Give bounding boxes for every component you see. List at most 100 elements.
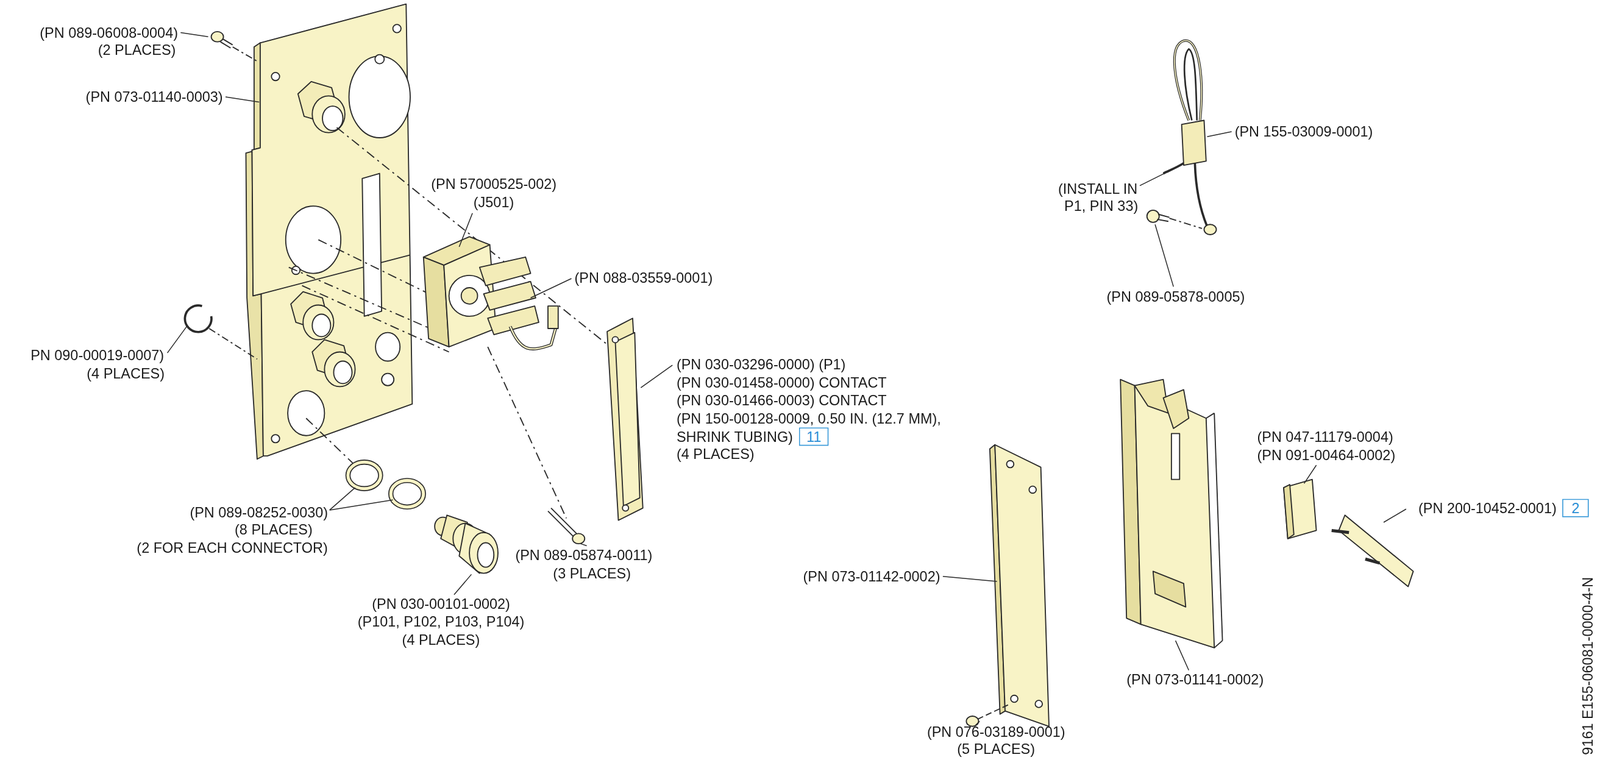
drawing-line — [458, 213, 473, 247]
part-label: (PN 089-05878-0005) — [1106, 288, 1246, 306]
part-label: (PN 030-01458-0000) CONTACT — [676, 374, 887, 391]
drawing-line — [1214, 640, 1223, 648]
drawing-polygon — [1134, 379, 1169, 414]
drawing-line — [232, 46, 258, 61]
drawing-ellipse — [324, 351, 355, 387]
drawing-line — [167, 326, 188, 354]
part-label: (PN 089-06008-0004) — [39, 24, 178, 41]
drawing-line — [225, 96, 260, 102]
drawing-polygon — [1153, 571, 1187, 608]
leader-line — [167, 32, 1407, 727]
drawing-ellipse — [312, 95, 345, 133]
drawing-circle — [271, 434, 280, 443]
drawing-polygon — [252, 4, 413, 457]
part-label: (2 PLACES) — [98, 42, 177, 59]
lanyard — [1147, 40, 1217, 235]
note-flag: 2 — [1562, 499, 1590, 518]
drawing-line — [580, 543, 587, 546]
drawing-circle — [1006, 460, 1015, 469]
part-label: (INSTALL IN — [1058, 180, 1138, 197]
drawing-ellipse — [211, 31, 224, 43]
coax-connector — [434, 515, 498, 573]
drawing-ellipse — [349, 56, 411, 138]
drawing-circle — [461, 287, 478, 305]
p1-connector — [607, 318, 644, 520]
washer — [348, 462, 424, 508]
drawing-ellipse — [1203, 224, 1216, 235]
drawing-path — [1162, 163, 1184, 174]
drawing-line — [1175, 640, 1190, 671]
part-label: P1, PIN 33) — [1064, 198, 1138, 215]
drawing-path — [1174, 40, 1202, 121]
drawing-polygon — [994, 444, 1049, 727]
j501-connector — [423, 236, 559, 349]
drawing-path — [1174, 40, 1202, 121]
drawing-circle — [1034, 700, 1043, 708]
drawing-circle — [381, 373, 394, 386]
drawing-ellipse — [348, 462, 381, 489]
part-label: (4 PLACES) — [86, 365, 165, 382]
drawing-path — [615, 332, 640, 507]
drawing-polygon — [1134, 385, 1215, 648]
drawing-line — [530, 278, 572, 299]
part-label: (5 PLACES) — [956, 740, 1035, 758]
mounting-plate — [245, 4, 413, 460]
drawing-line — [180, 32, 208, 38]
part-label: PN 090-00019-0007) — [30, 346, 164, 364]
drawing-line — [209, 328, 258, 360]
drawing-circle — [449, 275, 491, 317]
drawing-line — [551, 508, 578, 536]
drawing-line — [261, 254, 411, 294]
drawing-line — [547, 511, 575, 539]
drawing-circle — [1010, 695, 1018, 703]
drawing-line — [640, 365, 673, 388]
clip — [1283, 479, 1317, 539]
drawing-ellipse — [287, 390, 325, 436]
drawing-circle — [622, 505, 629, 512]
part-label: (4 PLACES) — [676, 445, 755, 463]
drawing-ellipse — [302, 304, 334, 340]
drawing-ellipse — [333, 361, 352, 384]
drawing-line — [1206, 131, 1232, 137]
drawing-polygon — [362, 173, 382, 317]
bracket — [1120, 379, 1223, 648]
drawing-circle — [1028, 486, 1037, 494]
part-label: (2 FOR EACH CONNECTOR) — [136, 539, 328, 556]
drawing-ellipse — [348, 462, 381, 489]
drawing-line — [305, 418, 360, 470]
drawing-path — [510, 326, 556, 350]
drawing-number: 9161 E155-06081-0000-4-N — [1579, 577, 1597, 756]
drawing-line — [1206, 413, 1215, 419]
drawing-line — [1158, 214, 1170, 218]
part-label: (PN 57000525-002) — [430, 175, 557, 192]
drawing-path — [1184, 48, 1198, 121]
drawing-path — [510, 326, 556, 350]
part-label: (PN 088-03559-0001) — [574, 269, 714, 286]
drawing-polygon — [479, 257, 531, 286]
part-label: (P101, P102, P103, P104) — [357, 613, 525, 630]
drawing-ellipse — [477, 542, 494, 567]
drawing-path — [184, 305, 212, 333]
drawing-line — [1383, 508, 1407, 523]
part-label: (PN 030-01466-0003) CONTACT — [676, 391, 887, 409]
part-label: (PN 150-00128-0009, 0.50 IN. (12.7 MM), — [676, 410, 942, 427]
drawing-line — [1304, 465, 1317, 484]
part-label: (PN 091-00464-0002) — [1256, 446, 1396, 464]
part-label: (PN 200-10452-0001) — [1418, 499, 1557, 517]
drawing-ellipse — [1147, 210, 1160, 223]
screw — [211, 31, 258, 62]
drawing-line — [487, 346, 567, 519]
screw — [547, 508, 585, 545]
part-label: (3 PLACES) — [552, 565, 631, 582]
drawing-polygon — [1283, 484, 1295, 539]
drawing-line — [1365, 558, 1380, 564]
drawing-ellipse — [285, 206, 341, 274]
drawing-circle — [393, 24, 402, 33]
assembly-line — [288, 127, 611, 519]
note-number: 2 — [1571, 499, 1580, 517]
drawing-ellipse — [390, 480, 424, 508]
drawing-line — [454, 574, 472, 595]
drawing-circle — [271, 72, 280, 81]
drawing-line — [1156, 219, 1168, 222]
